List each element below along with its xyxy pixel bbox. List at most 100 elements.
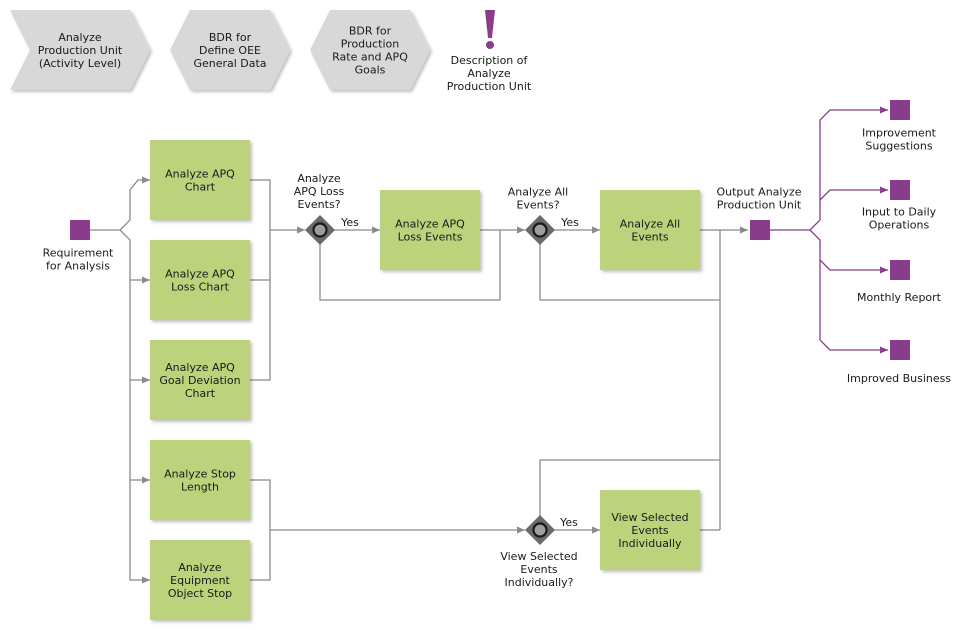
label-line: Analyze (297, 172, 341, 185)
label-line: Improvement (862, 127, 937, 140)
result-label: Improved Business (847, 372, 951, 385)
result-improved-business[interactable]: Improved Business (847, 340, 951, 385)
label-line: Individually (618, 537, 682, 550)
yes-label: Yes (340, 216, 359, 229)
label-line: Object Stop (168, 587, 232, 600)
label-line: Analyze (58, 31, 102, 44)
label-line: Rate and APQ (332, 51, 408, 64)
label-line: Chart (185, 181, 216, 194)
label-line: Length (181, 481, 219, 494)
label-line: Production Unit (717, 199, 802, 212)
label-line: Analyze All (508, 186, 568, 199)
label-line: (Activity Level) (39, 57, 121, 70)
label-line: BDR for (209, 31, 252, 44)
label-line: View Selected (611, 511, 688, 524)
data-object-icon (70, 220, 90, 240)
label-line: Events (631, 231, 669, 244)
label-line: Description of (451, 54, 529, 67)
label-line: Loss Events (398, 231, 463, 244)
label-line: Monthly Report (857, 291, 942, 304)
label-line: Analyze APQ (165, 361, 235, 374)
label-line: APQ Loss (294, 185, 345, 198)
data-object-icon (890, 260, 910, 280)
label-line: Analyze Stop (164, 468, 236, 481)
label-line: Improved Business (847, 372, 951, 385)
label-line: Events (520, 563, 558, 576)
label-line: Production (341, 38, 400, 51)
label-line: Events? (297, 198, 340, 211)
label-line: Loss Chart (171, 281, 230, 294)
label-line: Define OEE (199, 44, 261, 57)
data-object-icon (890, 180, 910, 200)
label-line: Production Unit (38, 44, 123, 57)
data-object-icon (750, 220, 770, 240)
label-line: Analyze APQ (395, 218, 465, 231)
label-line: Output Analyze (716, 186, 801, 199)
label-line: BDR for (349, 25, 392, 38)
label-line: Events (631, 524, 669, 537)
yes-label: Yes (560, 216, 579, 229)
label-line: Goals (355, 64, 386, 77)
label-line: Analyze (467, 67, 511, 80)
output-flows (770, 106, 888, 354)
label-line: General Data (193, 57, 266, 70)
label-line: Operations (869, 219, 930, 232)
data-object-icon (890, 100, 910, 120)
label-line: Analyze (178, 561, 222, 574)
label-line: Input to Daily (862, 206, 937, 219)
label-line: Chart (185, 387, 216, 400)
label-line: View Selected (500, 550, 577, 563)
label-line: Analyze APQ (165, 168, 235, 181)
label-line: Individually? (505, 576, 574, 589)
label-line: Analyze APQ (165, 268, 235, 281)
label-line: Requirement (43, 247, 114, 260)
sequence-flows (90, 176, 748, 584)
result-label: Monthly Report (857, 291, 942, 304)
label-line: Equipment (170, 574, 230, 587)
label-line: Goal Deviation (159, 374, 240, 387)
result-monthly-report[interactable]: Monthly Report (857, 260, 942, 304)
label-line: Production Unit (447, 80, 532, 93)
label-line: Suggestions (865, 140, 932, 153)
data-object-icon (890, 340, 910, 360)
yes-label: Yes (559, 516, 578, 529)
